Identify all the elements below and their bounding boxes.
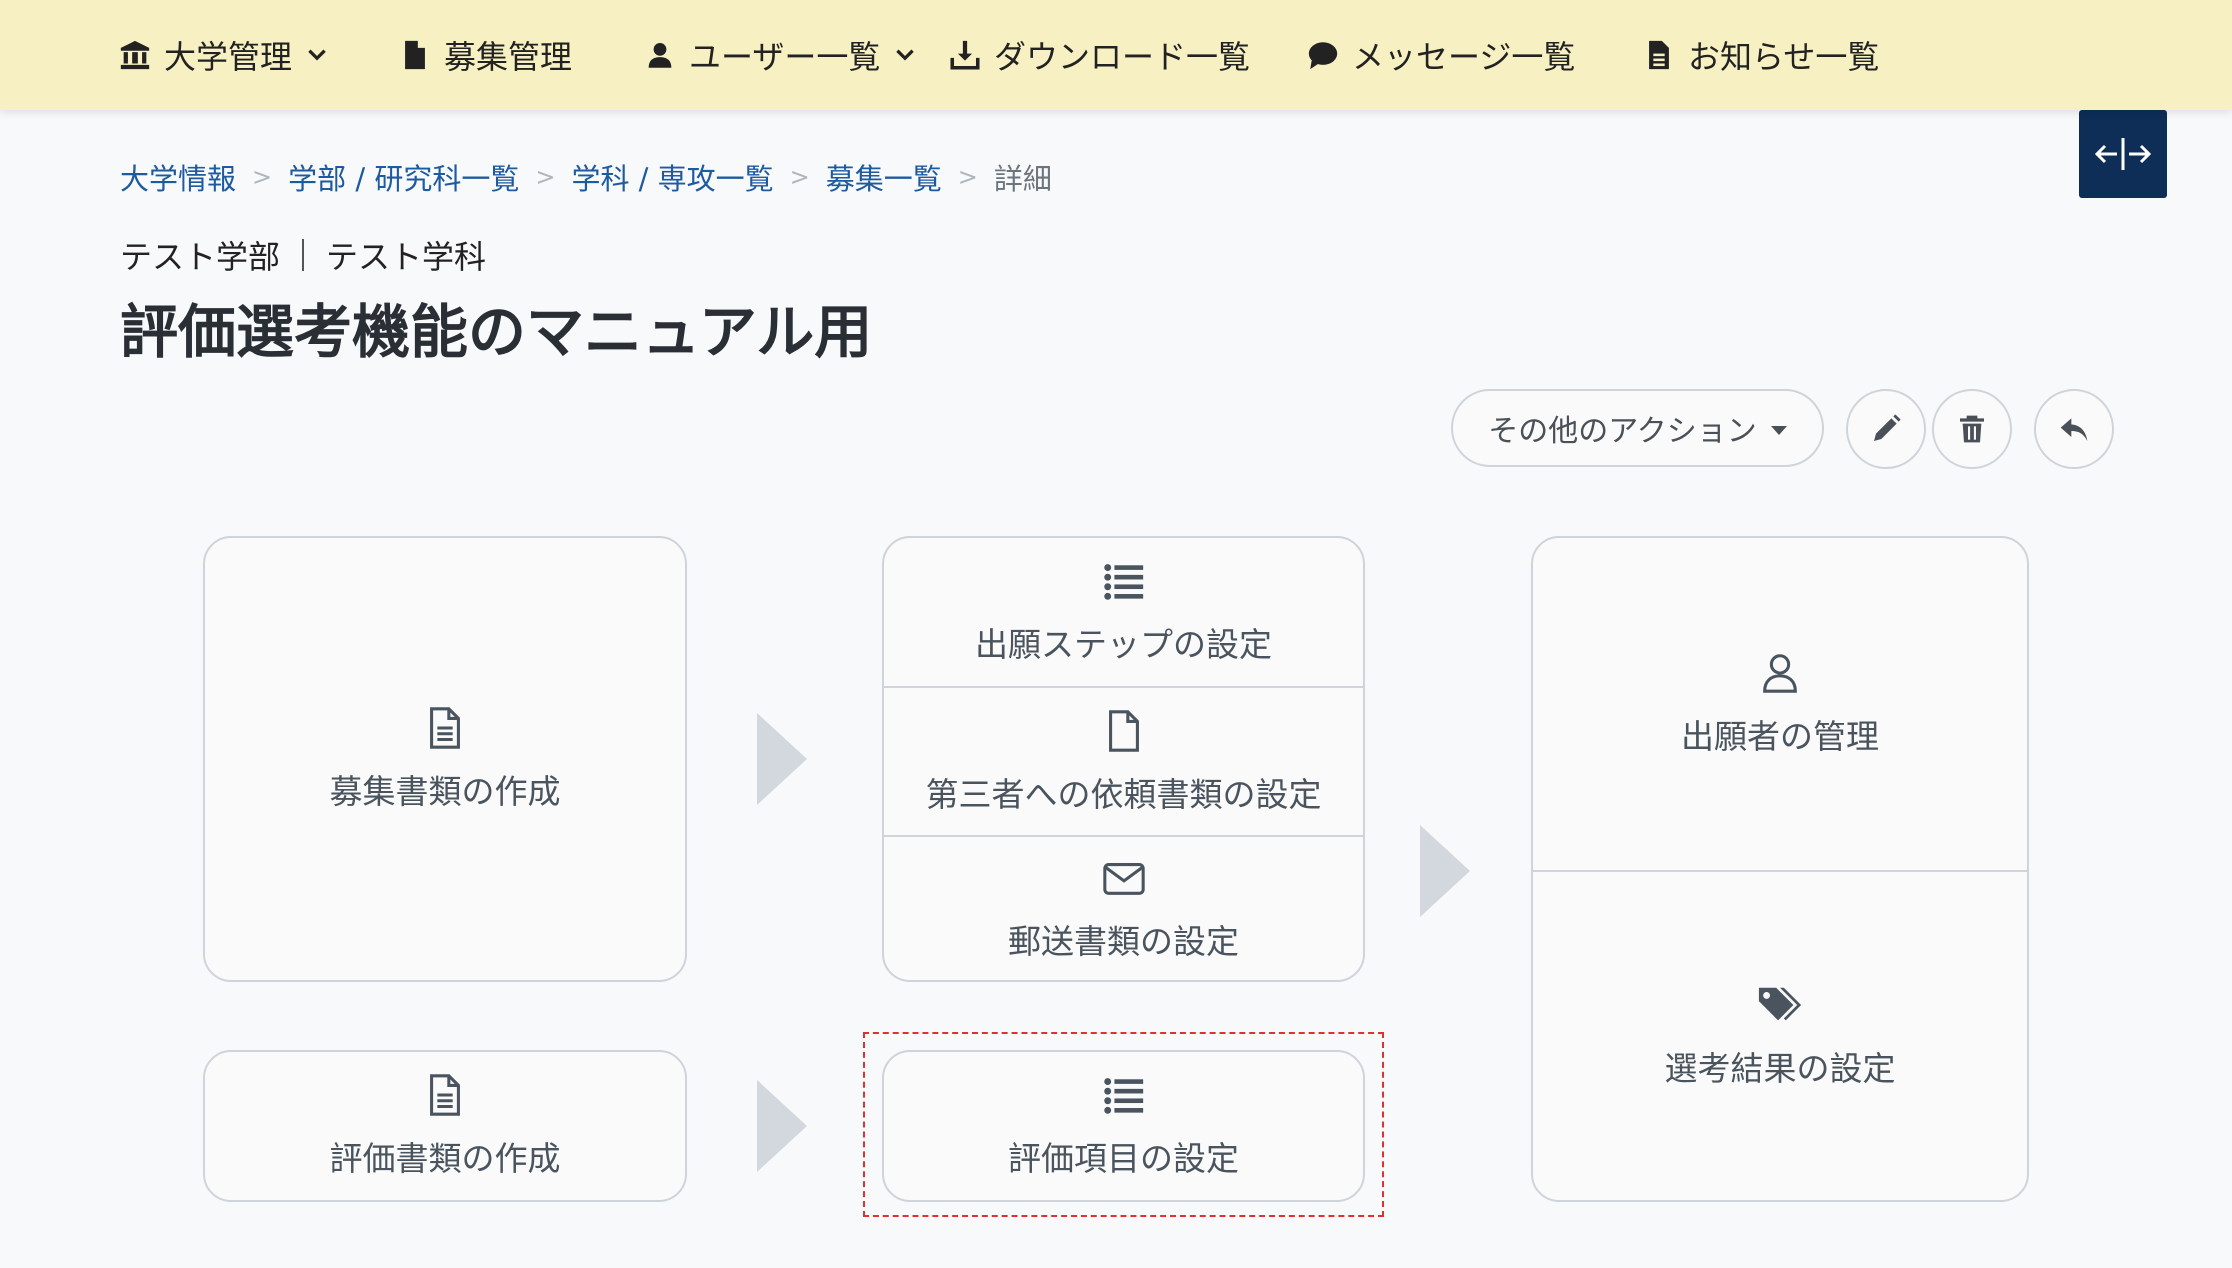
- expand-toggle-button[interactable]: [2079, 110, 2167, 198]
- breadcrumb-faculties[interactable]: 学部 / 研究科一覧: [288, 162, 520, 196]
- nav-messages-label: メッセージ一覧: [1352, 38, 1576, 76]
- heading-divider: [302, 239, 305, 271]
- third-party-docs-label: 第三者への依頼書類の設定: [925, 774, 1322, 814]
- nav-university-label: 大学管理: [164, 38, 293, 76]
- flow-arrow: [757, 713, 807, 805]
- applicant-mgmt-label: 出願者の管理: [1681, 717, 1879, 756]
- recruit-docs-cell[interactable]: 募集書類の作成: [205, 538, 685, 980]
- flow-arrow: [757, 1080, 807, 1172]
- file-text-icon: [430, 707, 460, 749]
- applicant-mgmt-cell[interactable]: 出願者の管理: [1533, 538, 2027, 870]
- nav-recruitment[interactable]: 募集管理: [398, 28, 572, 82]
- highlight-dashed-box: [863, 1032, 1384, 1217]
- back-button[interactable]: [2034, 389, 2114, 469]
- selection-result-cell[interactable]: 選考結果の設定: [1533, 870, 2027, 1200]
- file-icon: [1108, 709, 1139, 752]
- mail-docs-cell[interactable]: 郵送書類の設定: [884, 835, 1363, 980]
- eval-docs-cell[interactable]: 評価書類の作成: [205, 1052, 685, 1200]
- card-recruit-docs[interactable]: 募集書類の作成: [203, 536, 687, 982]
- flow-arrow: [1420, 825, 1470, 917]
- top-navbar: 大学管理 募集管理 ユーザー一覧 ダウンロード一覧 メッセージ一覧 お知らせ一覧: [0, 0, 2232, 110]
- card-application-settings: 出願ステップの設定 第三者への依頼書類の設定 郵送書類の設定: [882, 536, 1365, 982]
- user-icon: [648, 42, 672, 68]
- page-title: 評価選考機能のマニュアル用: [120, 298, 873, 366]
- comment-icon: [1308, 42, 1338, 70]
- breadcrumb-current: 詳細: [993, 162, 1052, 196]
- mail-docs-label: 郵送書類の設定: [1008, 921, 1239, 961]
- reply-icon: [2060, 418, 2088, 441]
- third-party-docs-cell[interactable]: 第三者への依頼書類の設定: [884, 686, 1363, 835]
- breadcrumb-departments[interactable]: 学科 / 専攻一覧: [571, 162, 774, 196]
- download-icon: [950, 40, 980, 70]
- other-actions-label: その他のアクション: [1488, 414, 1757, 449]
- faculty-name: テスト学部: [120, 238, 281, 276]
- nav-messages[interactable]: メッセージ一覧: [1306, 28, 1575, 82]
- file-text-icon: [430, 1074, 460, 1116]
- nav-recruitment-label: 募集管理: [444, 38, 573, 76]
- tags-icon: [1758, 987, 1802, 1021]
- envelope-icon: [1102, 862, 1145, 895]
- eval-items-cell[interactable]: 評価項目の設定: [884, 1052, 1363, 1200]
- nav-users-label: ユーザー一覧: [689, 38, 881, 76]
- breadcrumb-separator: >: [789, 163, 810, 191]
- list-icon: [1103, 1078, 1143, 1114]
- file-text-icon: [1649, 40, 1669, 70]
- file-icon: [405, 40, 425, 70]
- breadcrumb-university[interactable]: 大学情報: [120, 162, 237, 196]
- chevron-down-icon: [896, 49, 915, 61]
- caret-down-icon: [1770, 425, 1787, 435]
- breadcrumb-separator: >: [535, 163, 556, 191]
- pencil-icon: [1874, 414, 1901, 441]
- trash-icon: [1960, 415, 1984, 443]
- breadcrumb-separator: >: [252, 163, 273, 191]
- card-applicant-management: 出願者の管理 選考結果の設定: [1531, 536, 2029, 1202]
- delete-button[interactable]: [1932, 389, 2012, 469]
- department-name: テスト学科: [326, 238, 487, 276]
- nav-notices-label: お知らせ一覧: [1688, 38, 1880, 76]
- nav-university-menu[interactable]: 大学管理: [118, 28, 330, 82]
- step-settings-label: 出願ステップの設定: [975, 625, 1272, 664]
- edit-button[interactable]: [1846, 389, 1926, 469]
- arrows-horizontal-icon: [2094, 138, 2152, 170]
- nav-users-menu[interactable]: ユーザー一覧: [643, 28, 918, 82]
- card-eval-docs[interactable]: 評価書類の作成: [203, 1050, 687, 1202]
- recruit-docs-label: 募集書類の作成: [329, 772, 561, 811]
- nav-downloads[interactable]: ダウンロード一覧: [948, 28, 1250, 82]
- other-actions-dropdown[interactable]: その他のアクション: [1451, 389, 1824, 467]
- breadcrumb-separator: >: [957, 163, 978, 191]
- university-icon: [120, 40, 150, 70]
- step-settings-cell[interactable]: 出願ステップの設定: [884, 538, 1363, 686]
- breadcrumb-recruitments[interactable]: 募集一覧: [825, 162, 942, 196]
- faculty-department-heading: テスト学部 テスト学科: [120, 232, 486, 278]
- chevron-down-icon: [308, 49, 326, 61]
- eval-items-label: 評価項目の設定: [1008, 1139, 1239, 1178]
- list-icon: [1103, 564, 1143, 600]
- nav-downloads-label: ダウンロード一覧: [994, 38, 1251, 76]
- breadcrumb: 大学情報 > 学部 / 研究科一覧 > 学科 / 専攻一覧 > 募集一覧 > 詳…: [120, 156, 1052, 198]
- nav-notices[interactable]: お知らせ一覧: [1642, 28, 1879, 82]
- selection-result-label: 選考結果の設定: [1664, 1049, 1896, 1088]
- user-icon: [1763, 654, 1797, 693]
- card-eval-items[interactable]: 評価項目の設定: [882, 1050, 1365, 1202]
- eval-docs-label: 評価書類の作成: [329, 1139, 561, 1178]
